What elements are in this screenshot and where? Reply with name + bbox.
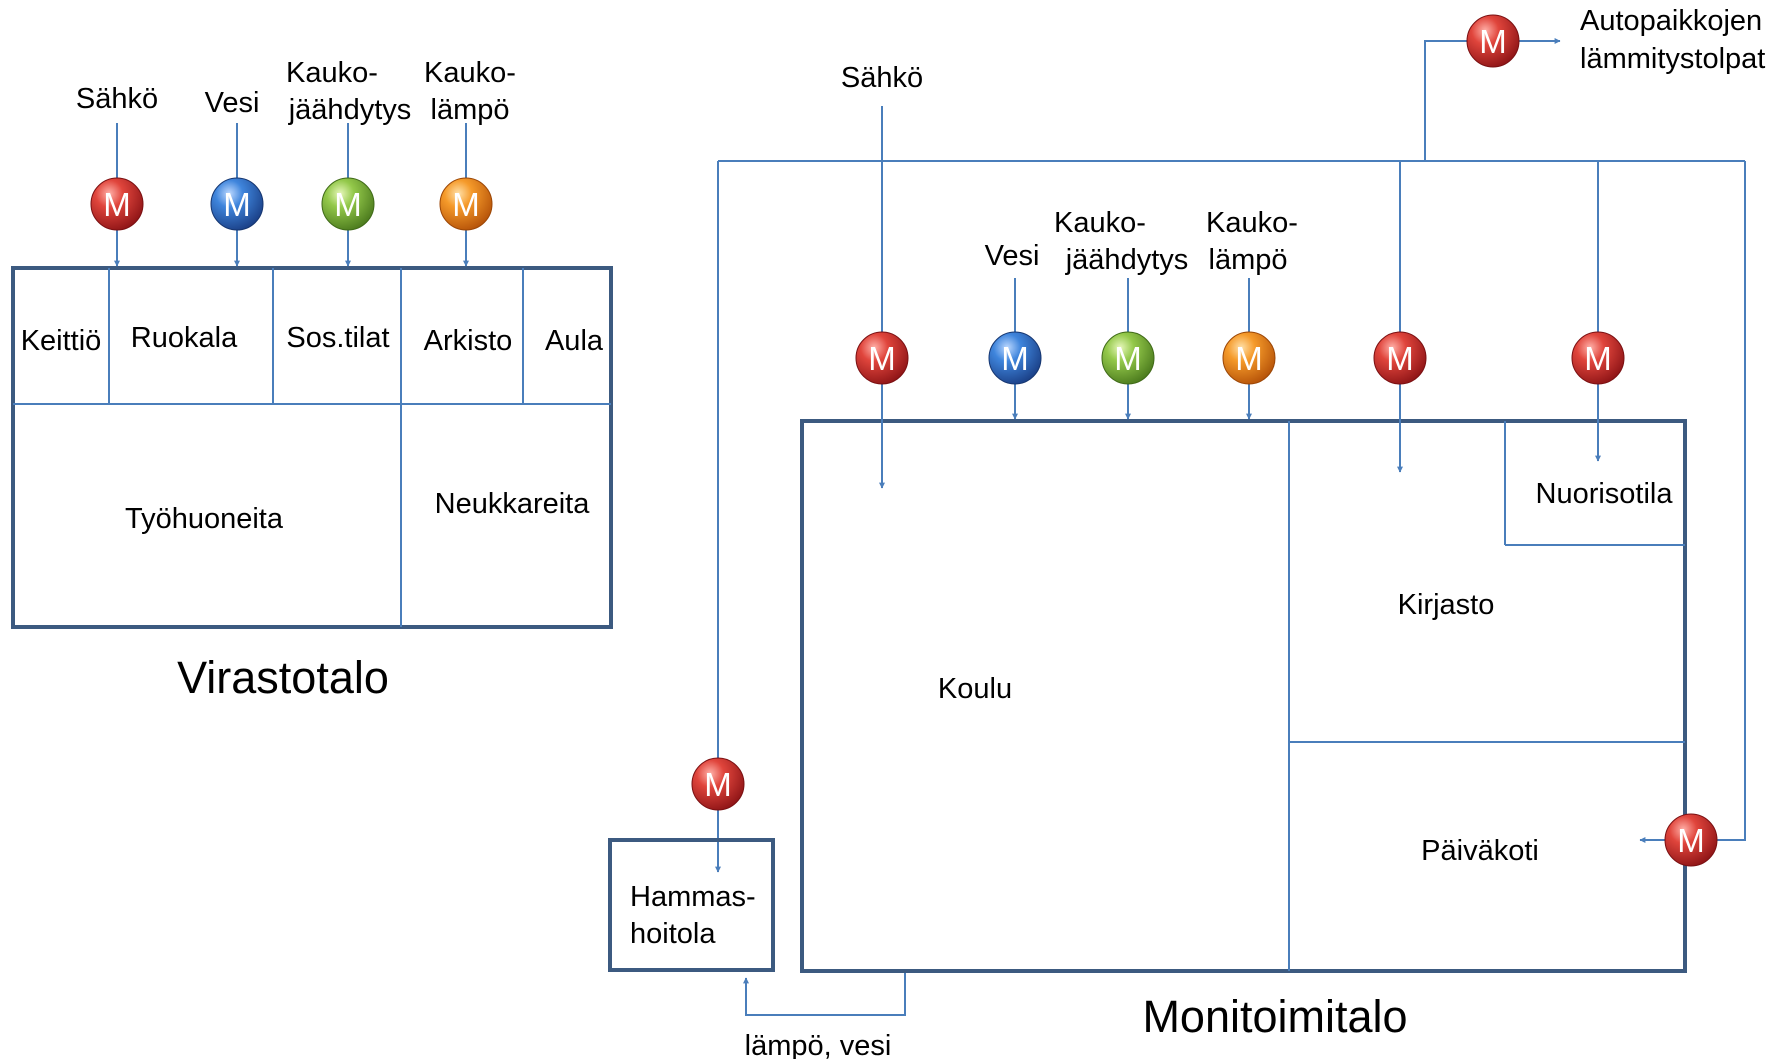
- feed-label-kaukojaahdytys: Kauko-: [1054, 207, 1146, 239]
- meter-letter: M: [1584, 340, 1612, 377]
- supply-label: lämpö, vesi: [745, 1030, 892, 1059]
- meter-letter: M: [868, 340, 896, 377]
- meter-icon[interactable]: M: [439, 177, 493, 231]
- meter-icon[interactable]: M: [1373, 331, 1427, 385]
- room-aula: Aula: [545, 325, 604, 357]
- virastotalo-feeds: Sähkö Vesi Kauko- jäähdytys Kauko- lämpö…: [76, 57, 516, 267]
- meter-letter: M: [1114, 340, 1142, 377]
- meter-icon[interactable]: M: [988, 331, 1042, 385]
- meter-icon[interactable]: M: [1101, 331, 1155, 385]
- room-paivakoti: Päiväkoti: [1421, 835, 1539, 867]
- meter-letter: M: [1386, 340, 1414, 377]
- autopaikat-label: lämmitystolpat: [1580, 43, 1765, 75]
- feed-label-kaukolampo: Kauko-: [424, 57, 516, 89]
- supply-line: [743, 973, 906, 1016]
- meter-icon[interactable]: M: [210, 177, 264, 231]
- meter-letter: M: [1479, 23, 1507, 60]
- room-keittio: Keittiö: [21, 325, 102, 357]
- room-ruokala: Ruokala: [131, 322, 238, 354]
- meter-icon[interactable]: M: [1571, 331, 1625, 385]
- meter-icon[interactable]: M: [855, 331, 909, 385]
- meter-letter: M: [452, 186, 480, 223]
- meter-icon[interactable]: M: [1466, 14, 1520, 68]
- hammashoitola-building: Hammas- hoitola lämpö, vesi: [608, 838, 906, 1059]
- monitoimitalo-feeds: Sähkö Vesi Kauko- jäähdytys Kauko- lämpö…: [841, 62, 1298, 489]
- room-kirjasto: Kirjasto: [1398, 589, 1495, 621]
- feed-label-kaukolampo: lämpö: [431, 94, 510, 126]
- meter-letter: M: [1677, 822, 1705, 859]
- room-neukkareita: Neukkareita: [435, 488, 591, 520]
- feed-label-kaukojaahdytys: jäähdytys: [1065, 244, 1189, 276]
- virastotalo-building: Keittiö Ruokala Sos.tilat Arkisto Aula T…: [11, 266, 613, 703]
- distribution-network: M M M M M Autopaikkojen lämmitystolpat: [691, 5, 1765, 873]
- meter-letter: M: [1001, 340, 1029, 377]
- virastotalo-title: Virastotalo: [177, 652, 389, 703]
- room-nuorisotila: Nuorisotila: [1536, 478, 1674, 510]
- meter-letter: M: [1235, 340, 1263, 377]
- feed-label-kaukolampo: lämpö: [1209, 244, 1288, 276]
- feed-label-vesi: Vesi: [985, 240, 1040, 272]
- feed-label-sahko: Sähkö: [76, 83, 158, 115]
- meter-letter: M: [334, 186, 362, 223]
- meter-icon[interactable]: M: [691, 757, 745, 811]
- room-koulu: Koulu: [938, 673, 1012, 705]
- monitoimitalo-building: Koulu Kirjasto Nuorisotila Päiväkoti Mon…: [800, 419, 1687, 1042]
- monitoimitalo-outline: [800, 419, 1687, 973]
- autopaikat-label: Autopaikkojen: [1580, 5, 1762, 37]
- hammashoitola-label: Hammas-: [630, 881, 756, 913]
- meter-letter: M: [103, 186, 131, 223]
- virastotalo-outline: [11, 266, 613, 629]
- feed-label-kaukojaahdytys: jäähdytys: [288, 94, 412, 126]
- meter-icon[interactable]: M: [1222, 331, 1276, 385]
- meter-letter: M: [704, 766, 732, 803]
- feed-label-vesi: Vesi: [205, 87, 260, 119]
- hammashoitola-outline: [608, 838, 775, 972]
- room-tyohuoneita: Työhuoneita: [125, 503, 284, 535]
- meter-icon[interactable]: M: [90, 177, 144, 231]
- hammashoitola-label: hoitola: [630, 918, 716, 950]
- meter-letter: M: [223, 186, 251, 223]
- feed-label-sahko: Sähkö: [841, 62, 923, 94]
- feed-label-kaukolampo: Kauko-: [1206, 207, 1298, 239]
- feed-label-kaukojaahdytys: Kauko-: [286, 57, 378, 89]
- room-sos-tilat: Sos.tilat: [286, 322, 389, 354]
- meter-icon[interactable]: M: [1664, 813, 1718, 867]
- meter-icon[interactable]: M: [321, 177, 375, 231]
- room-arkisto: Arkisto: [424, 325, 513, 357]
- monitoimitalo-title: Monitoimitalo: [1142, 991, 1407, 1042]
